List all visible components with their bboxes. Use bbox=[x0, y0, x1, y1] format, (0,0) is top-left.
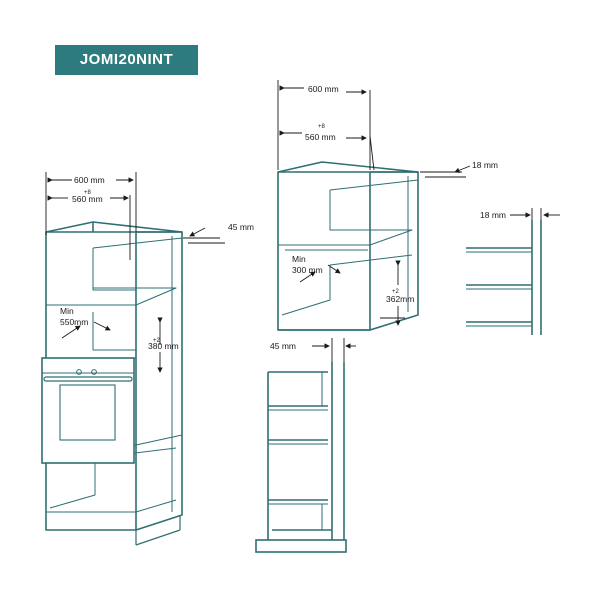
right-min-label: Min bbox=[292, 254, 306, 264]
right-height-tol: +2 bbox=[392, 289, 400, 295]
left-width-label: 600 mm bbox=[74, 175, 105, 185]
section-view bbox=[255, 362, 347, 553]
left-dimensions bbox=[45, 172, 225, 373]
left-min-depth-label: 550mm bbox=[60, 317, 88, 327]
model-title-badge: JOMI20NINT bbox=[55, 45, 198, 75]
left-height-label: 380 mm bbox=[148, 341, 179, 351]
left-dimension-labels: 600 mm +8 560 mm 45 mm Min 550mm +2 380 … bbox=[60, 175, 254, 351]
side-detail-dimension bbox=[510, 208, 560, 220]
section-view-dimension bbox=[312, 338, 356, 362]
right-dimension-labels: 600 mm +8 560 mm 18 mm Min 300 mm +2 362… bbox=[292, 84, 498, 304]
side-shelf-detail bbox=[466, 220, 542, 335]
left-min-label: Min bbox=[60, 306, 74, 316]
right-dimensions bbox=[277, 80, 471, 326]
section-view-label: 45 mm bbox=[270, 341, 296, 351]
right-inner-tol: +8 bbox=[318, 124, 326, 130]
built-in-oven bbox=[41, 357, 135, 464]
left-height-tol: +2 bbox=[153, 338, 161, 344]
right-side-label: 18 mm bbox=[472, 160, 498, 170]
left-inner-tol: +8 bbox=[84, 190, 92, 196]
right-height-label: 362mm bbox=[386, 294, 414, 304]
right-inner-width-label: 560 mm bbox=[305, 132, 336, 142]
left-depth-label: 45 mm bbox=[228, 222, 254, 232]
left-inner-width-label: 560 mm bbox=[72, 194, 103, 204]
right-width-label: 600 mm bbox=[308, 84, 339, 94]
right-min-depth-label: 300 mm bbox=[292, 265, 323, 275]
side-detail-label: 18 mm bbox=[480, 210, 506, 220]
right-wall-cabinet bbox=[277, 161, 419, 331]
